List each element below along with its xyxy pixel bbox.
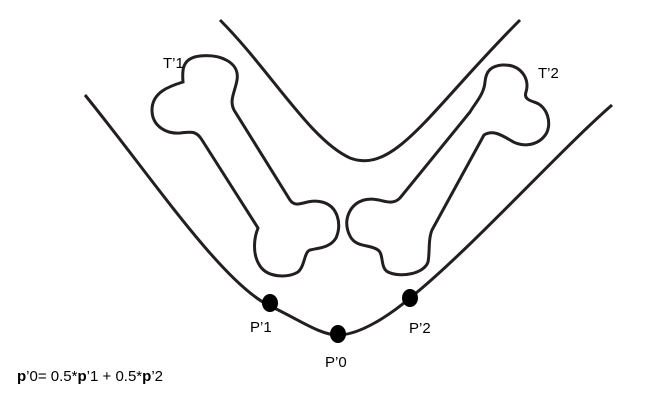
formula-eq-coef1: = 0.5* xyxy=(37,368,78,385)
formula-plus-coef2: + 0.5* xyxy=(98,368,143,385)
bone-t1 xyxy=(150,54,341,278)
formula-var1: p xyxy=(77,368,87,385)
formula-var2: p xyxy=(142,368,152,385)
point-p2 xyxy=(402,289,418,307)
point-p0 xyxy=(330,325,346,343)
formula-lhs-sub: ’0 xyxy=(26,368,38,385)
label-p1: P’1 xyxy=(250,319,272,336)
point-p1 xyxy=(262,294,278,312)
formula-sub2: ’2 xyxy=(151,368,163,385)
formula: p’0= 0.5*p’1 + 0.5*p’2 xyxy=(17,368,163,385)
label-t1: T’1 xyxy=(163,55,184,72)
label-p2: P’2 xyxy=(409,320,431,337)
bone-t2 xyxy=(345,63,551,277)
formula-sub1: ’1 xyxy=(86,368,99,385)
formula-lhs-var: p xyxy=(17,368,27,385)
label-t2: T’2 xyxy=(538,65,559,82)
inner-top-curve xyxy=(218,18,522,163)
label-p0: P’0 xyxy=(325,354,347,371)
